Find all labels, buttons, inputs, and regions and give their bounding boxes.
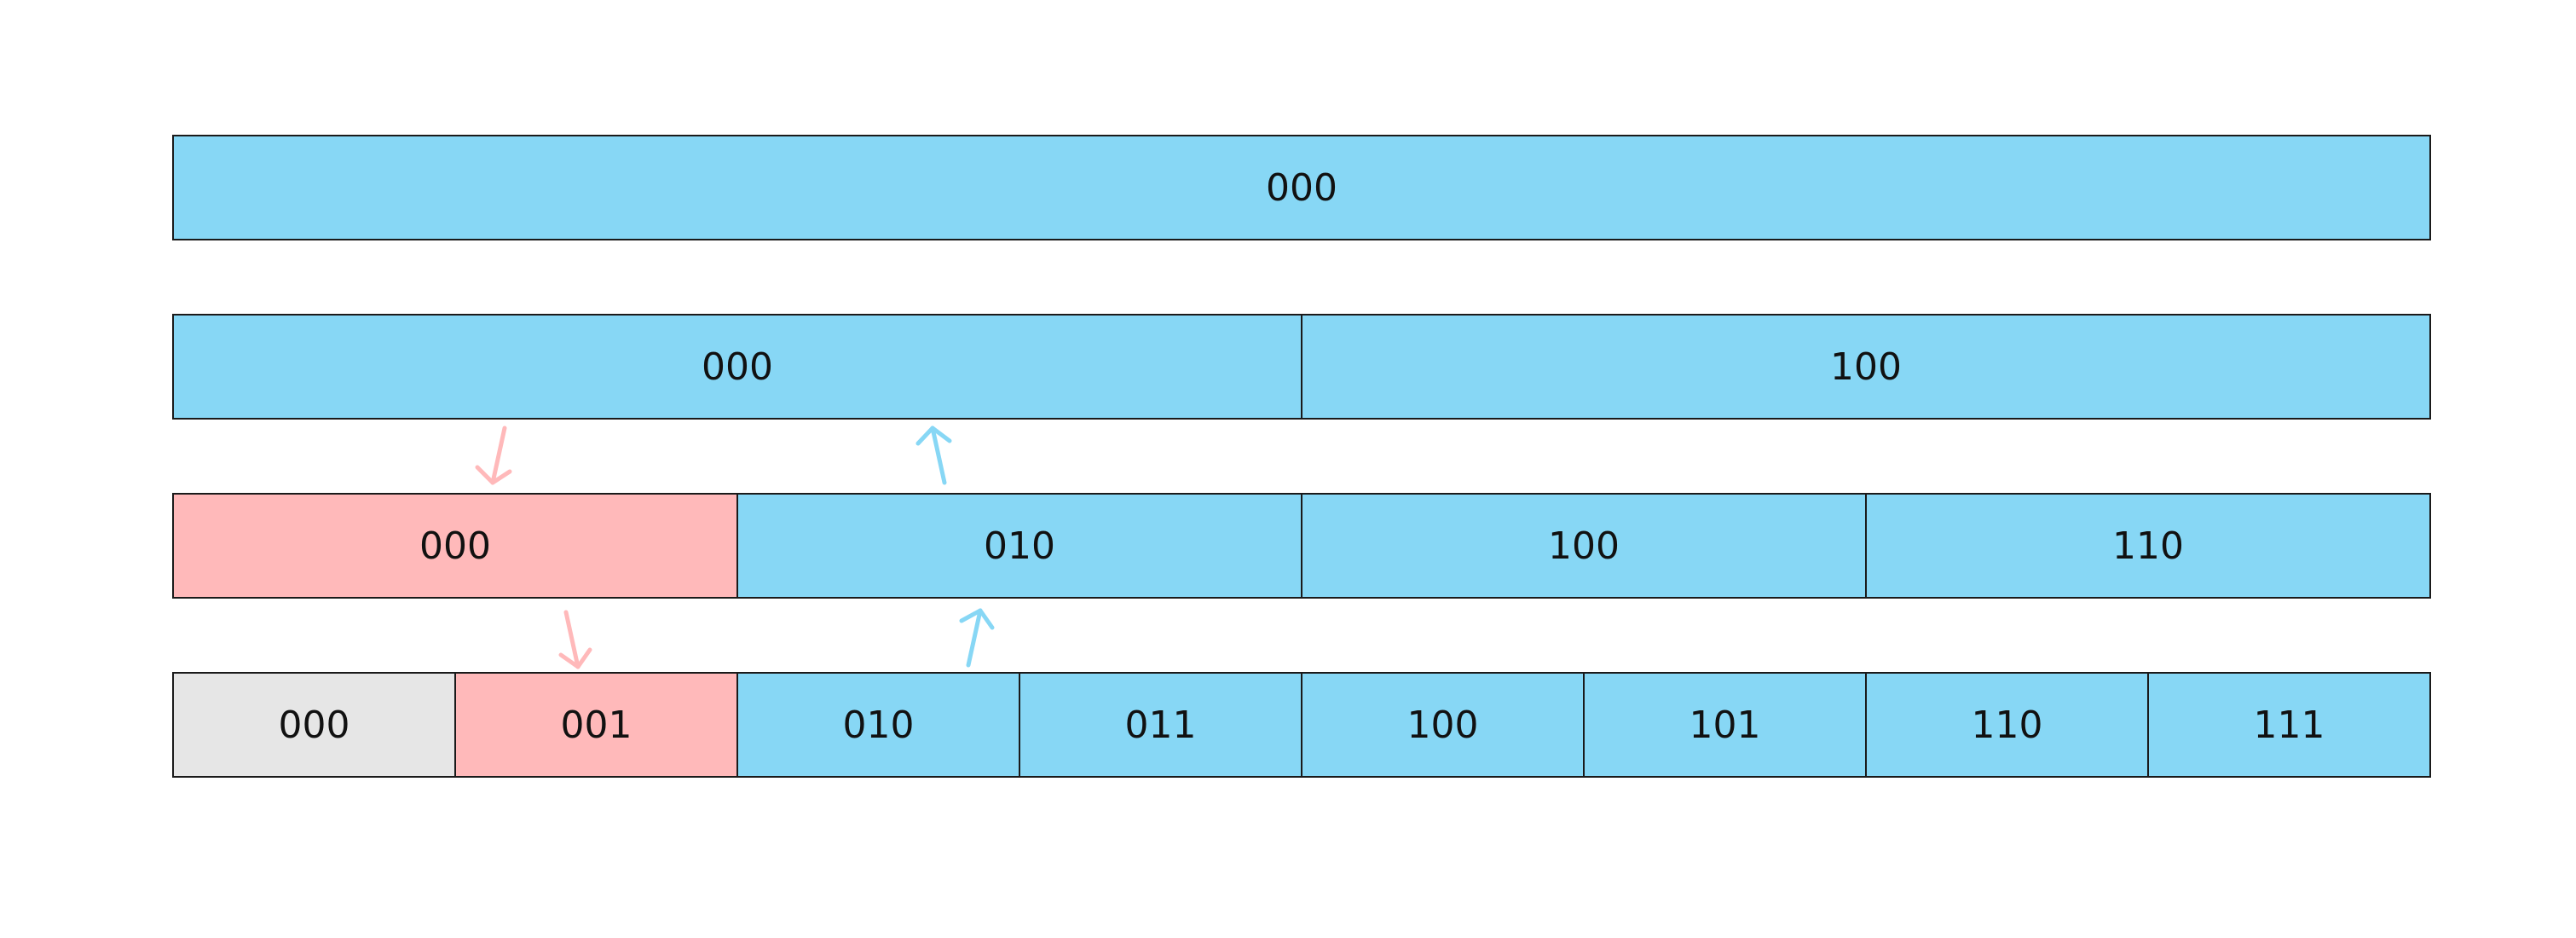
merge-up-arrow-icon	[959, 608, 995, 668]
block-cell: 111	[2149, 674, 2431, 776]
split-down-arrow-icon	[558, 610, 592, 669]
block-cell: 000	[174, 316, 1302, 418]
block-cell: 100	[1302, 316, 2431, 418]
level-row-3: 000 010 100 110	[172, 493, 2431, 599]
block-cell: 110	[1867, 674, 2149, 776]
block-cell: 001	[456, 674, 738, 776]
level-row-1: 000	[172, 135, 2431, 240]
split-down-arrow-icon	[475, 426, 512, 485]
block-cell: 100	[1302, 495, 1867, 597]
block-cell: 100	[1302, 674, 1585, 776]
block-cell: 010	[738, 495, 1302, 597]
level-row-2: 000 100	[172, 314, 2431, 420]
block-cell: 101	[1585, 674, 1867, 776]
block-cell: 010	[738, 674, 1020, 776]
block-cell: 000	[174, 674, 456, 776]
block-cell: 000	[174, 136, 2431, 239]
merge-up-arrow-icon	[915, 426, 952, 485]
block-cell: 011	[1020, 674, 1302, 776]
block-cell: 110	[1867, 495, 2431, 597]
level-row-4: 000 001 010 011 100 101 110 111	[172, 672, 2431, 778]
block-cell: 000	[174, 495, 738, 597]
